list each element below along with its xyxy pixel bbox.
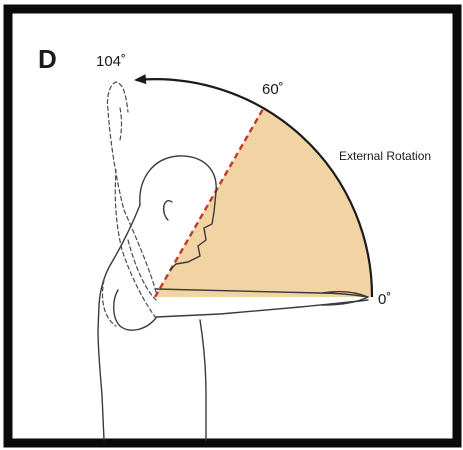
angle-label-60: 60˚ [262, 81, 284, 98]
external-rotation-label: External Rotation [339, 149, 431, 163]
panel-letter: D [38, 44, 57, 74]
ghost-arm-position-104 [103, 82, 157, 326]
angle-label-0: 0˚ [378, 291, 391, 308]
range-of-motion-sector [155, 109, 372, 297]
angle-label-104: 104˚ [96, 53, 126, 70]
